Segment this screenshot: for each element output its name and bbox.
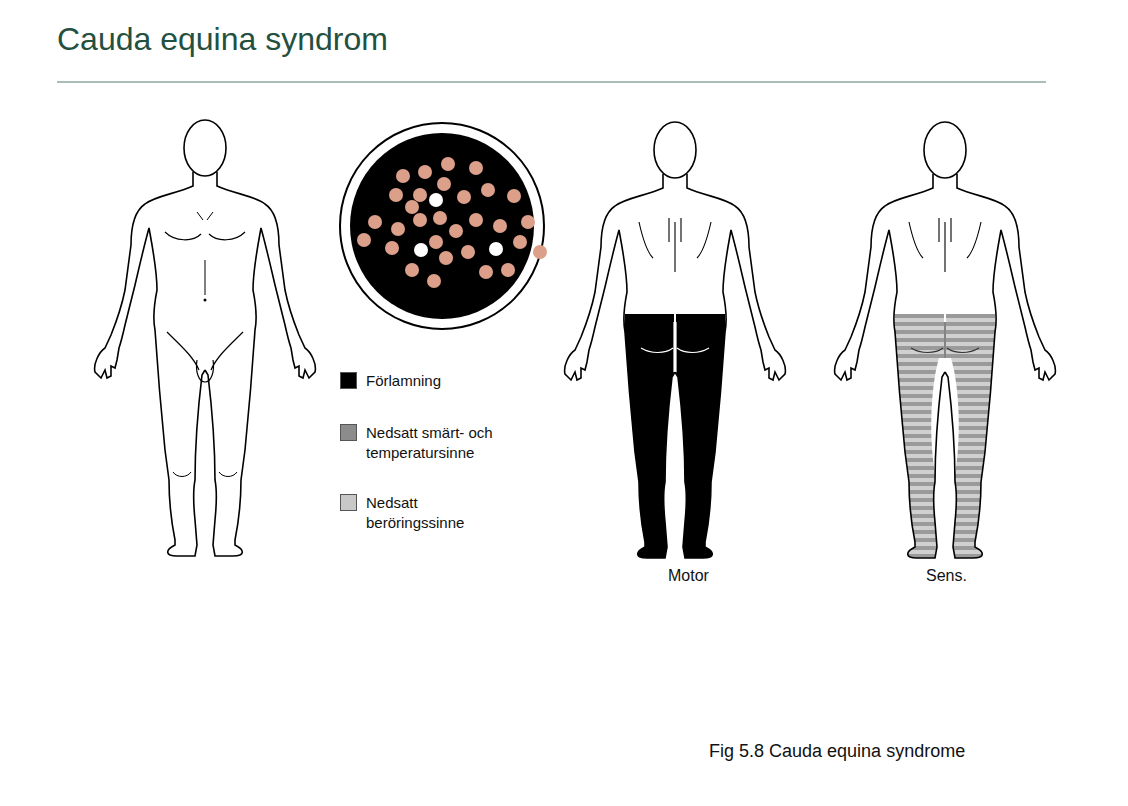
legend-text: Nedsatt smärt- och temperatursinne	[366, 423, 501, 462]
legend-swatch	[340, 424, 357, 441]
legend-text: Förlamning	[366, 371, 501, 391]
legend-swatch	[340, 494, 357, 511]
figure-label: Motor	[668, 566, 709, 585]
front-body	[95, 120, 316, 556]
figure-caption: Fig 5.8 Cauda equina syndrome	[709, 740, 965, 763]
sensory-body	[835, 122, 1056, 558]
title-rule	[57, 81, 1046, 83]
figure-label: Sens.	[926, 566, 967, 585]
motor-body	[565, 122, 786, 558]
page-title: Cauda equina syndrom	[57, 20, 388, 58]
legend-text: Nedsatt beröringssinne	[366, 493, 501, 532]
legend-swatch	[340, 372, 357, 389]
spinal-cross-section	[340, 123, 547, 329]
